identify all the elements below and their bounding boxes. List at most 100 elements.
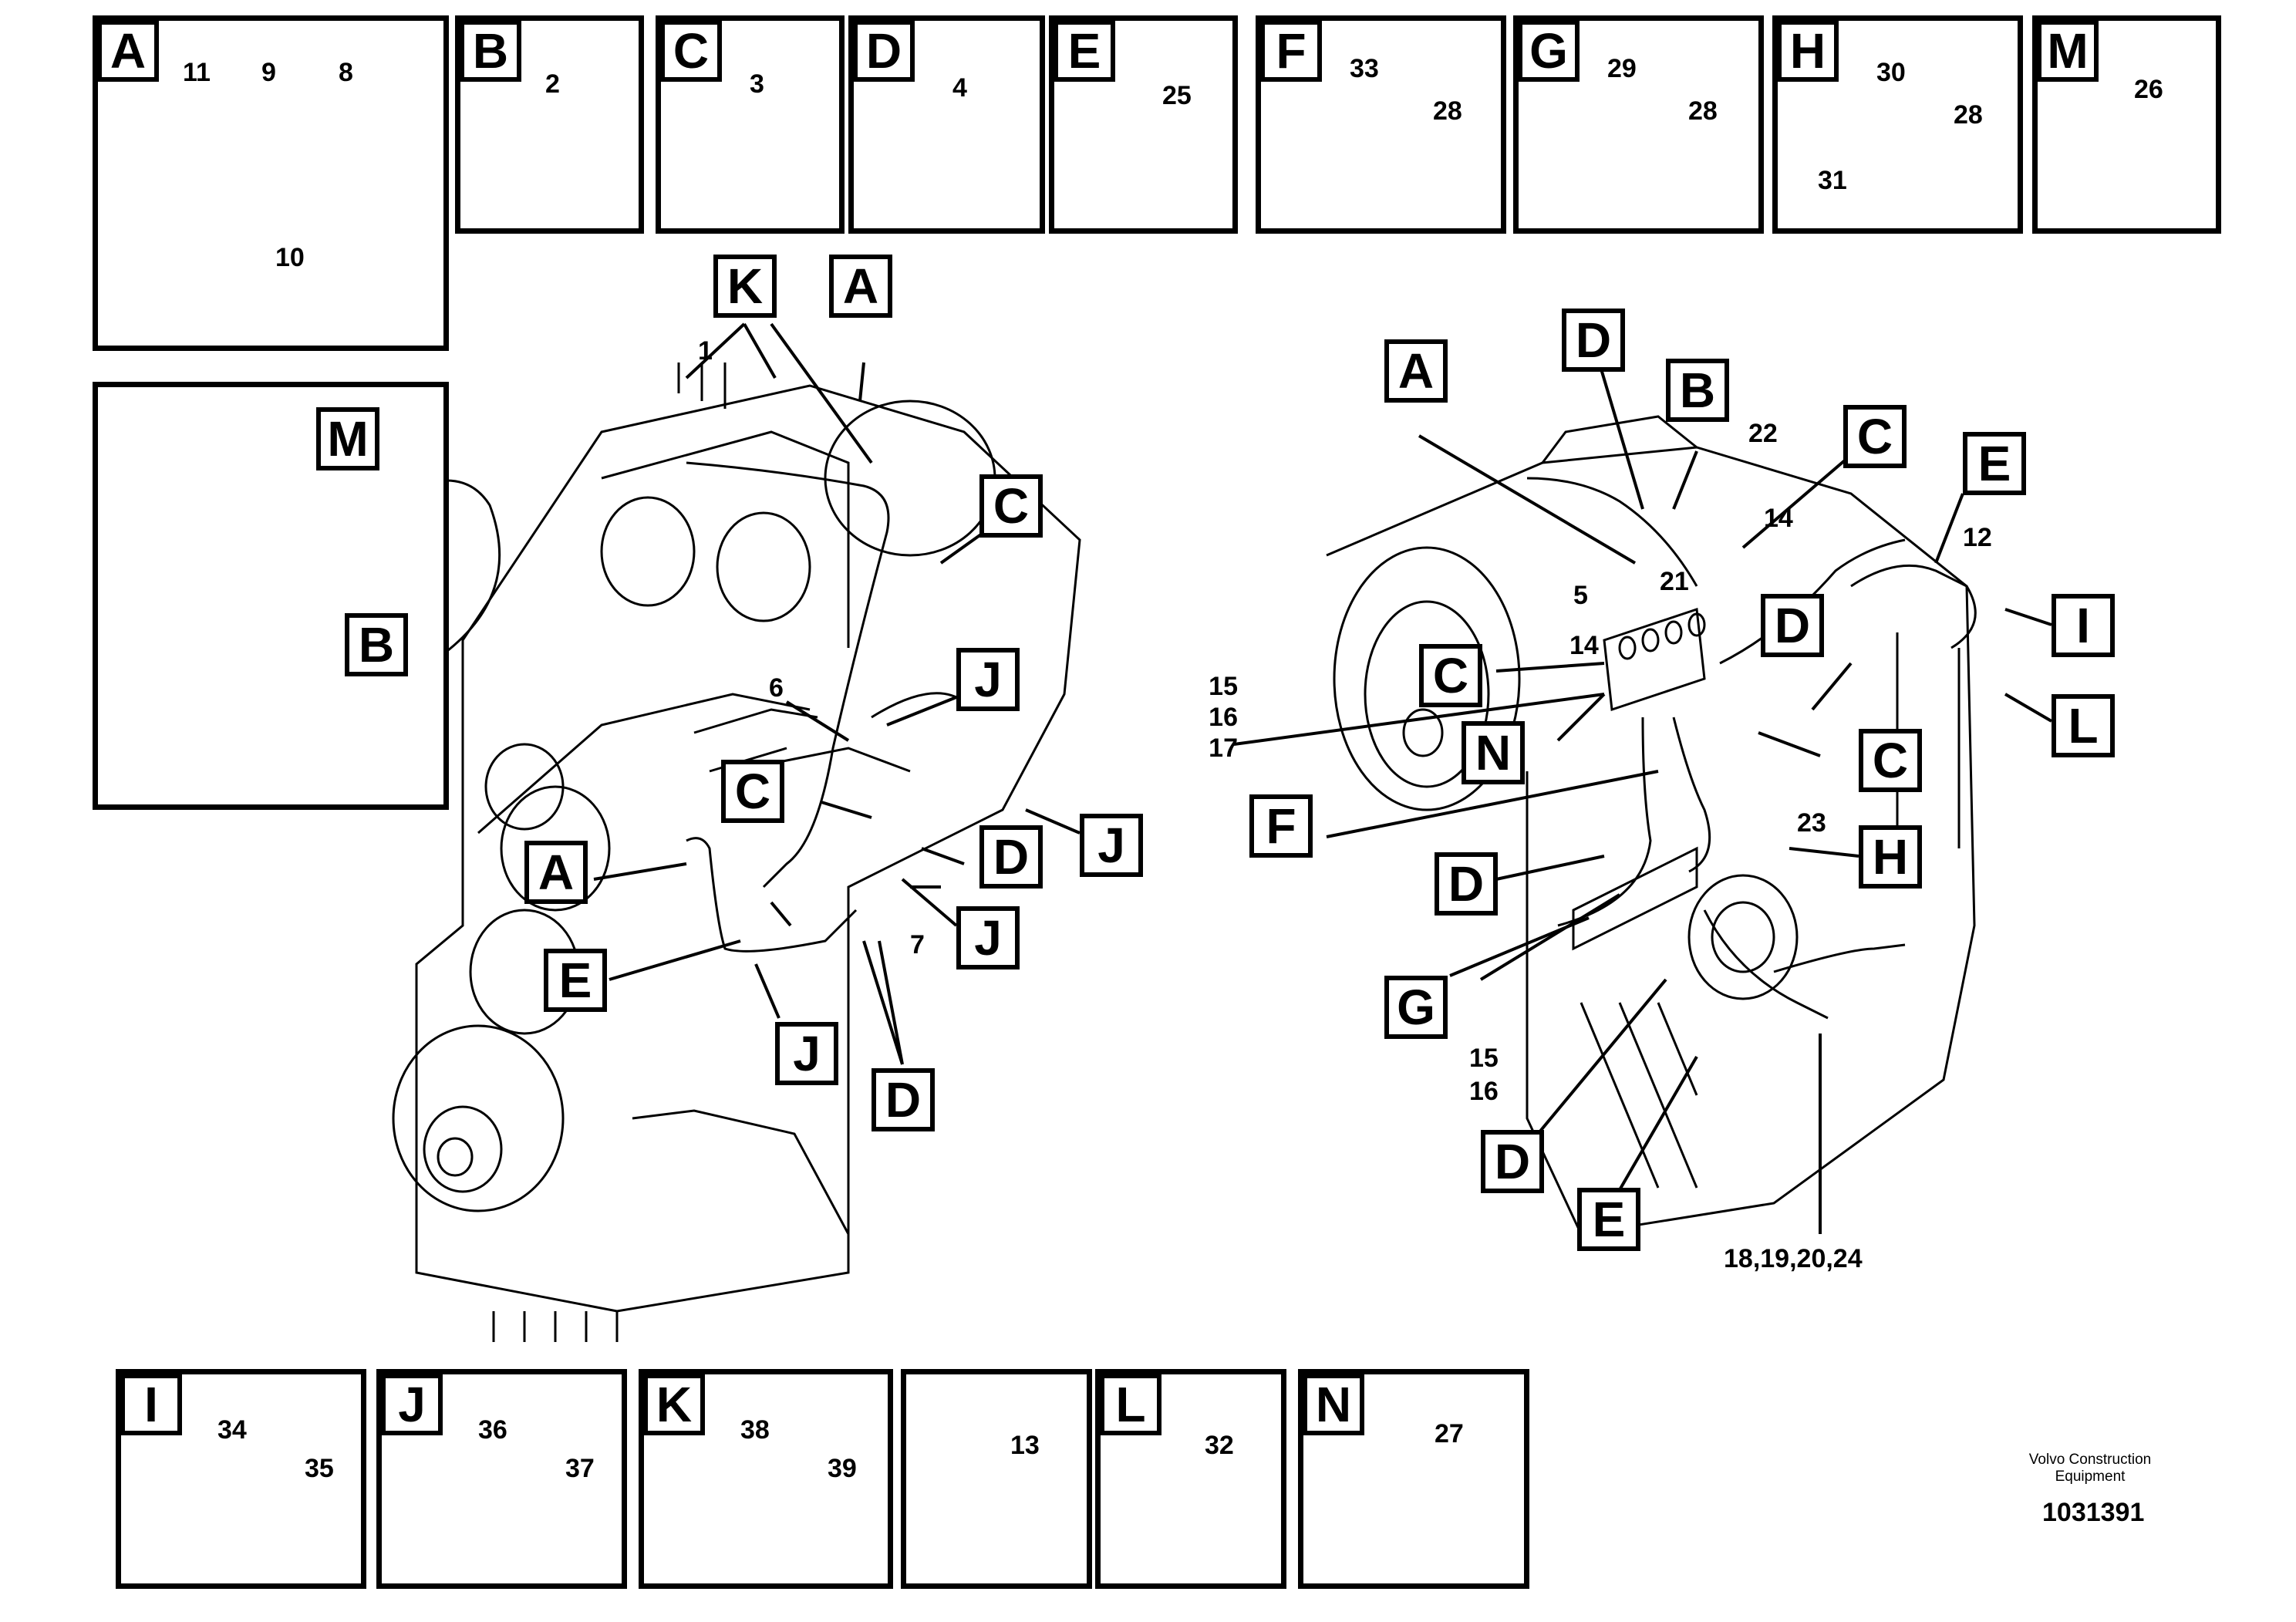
panel-e: E 25 — [1049, 15, 1238, 234]
connector-inset-panel — [93, 382, 449, 810]
part-number: 37 — [565, 1454, 595, 1483]
panel-g: G 29 28 — [1513, 15, 1764, 234]
part-number: 32 — [1205, 1431, 1234, 1460]
callout-a: A — [524, 841, 588, 904]
callout-d: D — [1562, 309, 1625, 372]
callout-e: E — [1963, 432, 2026, 495]
part-number: 10 — [275, 243, 305, 272]
part-number: 36 — [478, 1415, 507, 1445]
callout-l: L — [2052, 694, 2115, 757]
leader-lines — [374, 322, 2053, 1234]
panel-letter: A — [97, 20, 159, 82]
panel-letter: E — [1054, 20, 1115, 82]
part-number: 26 — [2134, 75, 2163, 104]
part-number: 17 — [1209, 733, 1238, 763]
panel-letter: I — [120, 1374, 182, 1435]
panel-m: M 26 — [2032, 15, 2221, 234]
callout-d: D — [979, 825, 1043, 889]
callout-d: D — [1435, 852, 1498, 916]
panel-c: C 3 — [656, 15, 845, 234]
part-number: 31 — [1818, 166, 1847, 195]
part-number: 30 — [1876, 58, 1906, 87]
left-transmission-drawing — [392, 363, 1081, 1342]
panel-letter: H — [1777, 20, 1839, 82]
part-number: 27 — [1435, 1419, 1464, 1448]
part-number: 38 — [740, 1415, 770, 1445]
part-number: 1 — [698, 336, 713, 366]
callout-c: C — [721, 760, 784, 823]
panel-k: K 38 39 — [639, 1369, 893, 1589]
callout-c: C — [979, 474, 1043, 538]
callout-j: J — [956, 648, 1020, 711]
panel-n: N 27 — [1298, 1369, 1529, 1589]
part-number: 16 — [1209, 703, 1238, 732]
panel-b: B 2 — [455, 15, 644, 234]
callout-c: C — [1419, 644, 1482, 707]
panel-letter: L — [1100, 1374, 1161, 1435]
callout-c: C — [1859, 729, 1922, 792]
part-number: 5 — [1573, 581, 1588, 610]
part-number: 23 — [1797, 808, 1826, 838]
panel-i: I 34 35 — [116, 1369, 366, 1589]
callout-j: J — [1080, 814, 1143, 877]
panel-letter: D — [853, 20, 915, 82]
part-number: 12 — [1963, 523, 1992, 552]
panel-letter: N — [1303, 1374, 1364, 1435]
callout-i: I — [2052, 594, 2115, 657]
part-number: 16 — [1469, 1077, 1499, 1106]
part-number: 28 — [1433, 96, 1462, 126]
part-number: 6 — [769, 673, 784, 703]
part-number: 28 — [1688, 96, 1718, 126]
panel-d: D 4 — [848, 15, 1045, 234]
part-number: 34 — [217, 1415, 247, 1445]
part-number: 33 — [1350, 54, 1379, 83]
part-number: 28 — [1954, 100, 1983, 130]
part-number: 35 — [305, 1454, 334, 1483]
callout-j: J — [956, 906, 1020, 969]
panel-l: L 32 — [1095, 1369, 1286, 1589]
panel-unlettered: 13 — [901, 1369, 1092, 1589]
part-number: 29 — [1607, 54, 1637, 83]
panel-letter: G — [1518, 20, 1580, 82]
panel-letter: M — [2037, 20, 2099, 82]
panel-letter: F — [1260, 20, 1322, 82]
part-number: 15 — [1469, 1044, 1499, 1073]
callout-f: F — [1249, 794, 1313, 858]
callout-k: K — [713, 255, 777, 318]
part-number: 7 — [910, 930, 925, 959]
panel-j: J 36 37 — [376, 1369, 627, 1589]
callout-e: E — [1577, 1188, 1640, 1251]
callout-m: M — [316, 407, 379, 470]
panel-a: A 11 9 8 10 — [93, 15, 449, 351]
brand-line-1: Volvo Construction — [2028, 1452, 2152, 1468]
panel-h: H 30 28 31 — [1772, 15, 2023, 234]
callout-c: C — [1843, 405, 1907, 468]
part-number: 18,19,20,24 — [1724, 1244, 1863, 1273]
panel-letter: K — [643, 1374, 705, 1435]
brand-line-2: Equipment — [2055, 1469, 2126, 1485]
part-number-stack: 15 16 17 — [1192, 671, 1238, 764]
callout-b: B — [1666, 359, 1729, 422]
part-number: 8 — [339, 58, 353, 87]
callout-n: N — [1462, 721, 1525, 784]
part-number: 13 — [1010, 1431, 1040, 1460]
callout-a: A — [829, 255, 892, 318]
panel-letter: C — [660, 20, 722, 82]
part-number: 4 — [952, 73, 967, 103]
callout-g: G — [1384, 976, 1448, 1039]
part-number: 39 — [828, 1454, 857, 1483]
part-number: 14 — [1569, 631, 1599, 660]
part-number: 11 — [183, 58, 211, 87]
callout-d: D — [872, 1068, 935, 1131]
part-number: 25 — [1162, 81, 1192, 110]
part-number: 21 — [1660, 567, 1689, 596]
callout-a: A — [1384, 339, 1448, 403]
callout-j: J — [775, 1022, 838, 1085]
brand-text: Volvo Construction Equipment — [2013, 1452, 2167, 1485]
document-number: 1031391 — [2042, 1498, 2145, 1527]
panel-f: F 33 28 — [1256, 15, 1506, 234]
part-number: 14 — [1764, 504, 1793, 533]
part-number: 9 — [261, 58, 276, 87]
part-number: 3 — [750, 69, 764, 99]
callout-d: D — [1481, 1130, 1544, 1193]
